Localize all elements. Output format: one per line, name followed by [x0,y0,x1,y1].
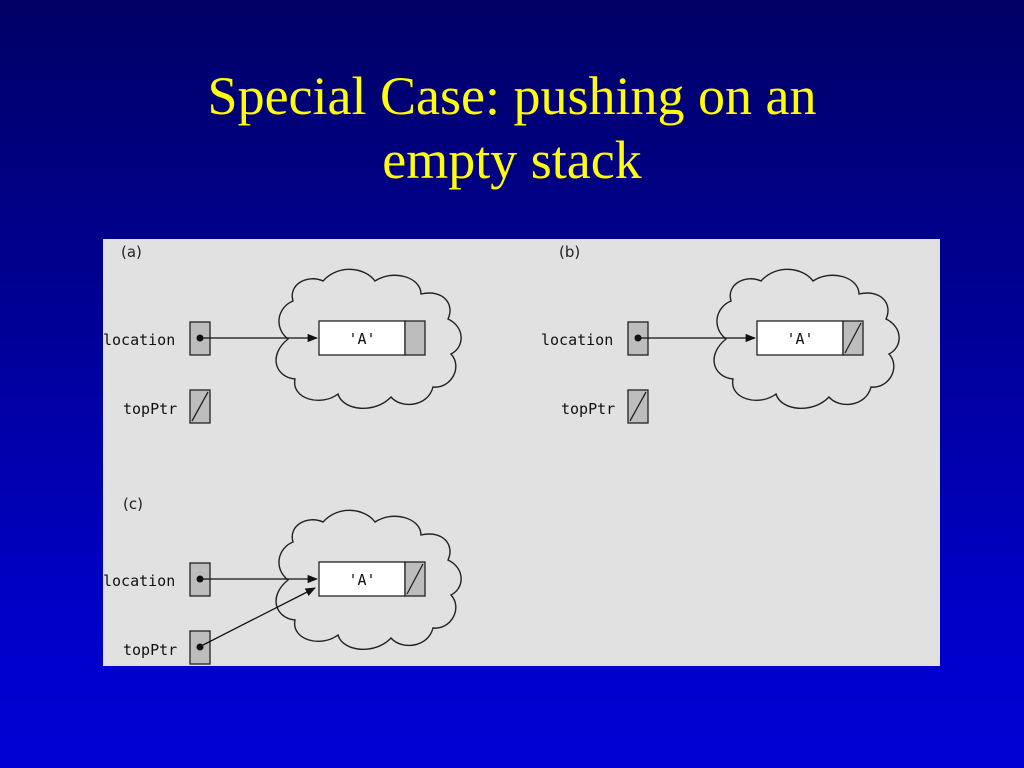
panel-b-label: (b) [559,243,580,261]
panel-b-node-next-null-slash [844,322,862,354]
panel-c-label: (c) [123,495,143,513]
panel-b-node-value: 'A' [786,330,813,348]
panel-a-node-next-unset [404,320,426,356]
slide-title-line-2: empty stack [382,130,642,190]
slide-title-line-1: Special Case: pushing on an [207,66,817,126]
panel-c-topptr-arrow [202,587,316,646]
panel-b-location-dot [634,334,642,342]
panel-a-topptr-label: topPtr [123,400,177,418]
stack-diagram-svg: (a) location 'A' topPtr (b) location [103,243,900,665]
panel-c-location-label: location [103,572,175,590]
panel-b-location-label: location [541,331,613,349]
panel-a: (a) location 'A' topPtr [103,243,462,424]
panel-b: (b) location 'A' topPtr [541,243,900,424]
panel-b-topptr-null-slash [629,391,647,422]
panel-c-node-next-null-slash [406,563,424,595]
panel-a-location-dot [196,334,204,342]
panel-b-node-info [756,320,844,356]
panel-b-topptr-label: topPtr [561,400,615,418]
slide-title: Special Case: pushing on an empty stack [0,64,1024,192]
panel-a-location-label: location [103,331,175,349]
panel-c-location-dot [196,575,204,583]
panel-c-topptr-label: topPtr [123,641,177,659]
panel-c-node-value: 'A' [348,571,375,589]
panel-a-label: (a) [121,243,142,261]
panel-c-node-info [318,561,406,597]
panel-a-node-value: 'A' [348,330,375,348]
stack-diagram-figure: (a) location 'A' topPtr (b) location [103,239,940,666]
panel-c-topptr-dot [196,643,204,651]
panel-a-topptr-null-slash [191,391,209,422]
panel-a-node-info [318,320,406,356]
panel-c: (c) location 'A' topPtr [103,495,462,665]
